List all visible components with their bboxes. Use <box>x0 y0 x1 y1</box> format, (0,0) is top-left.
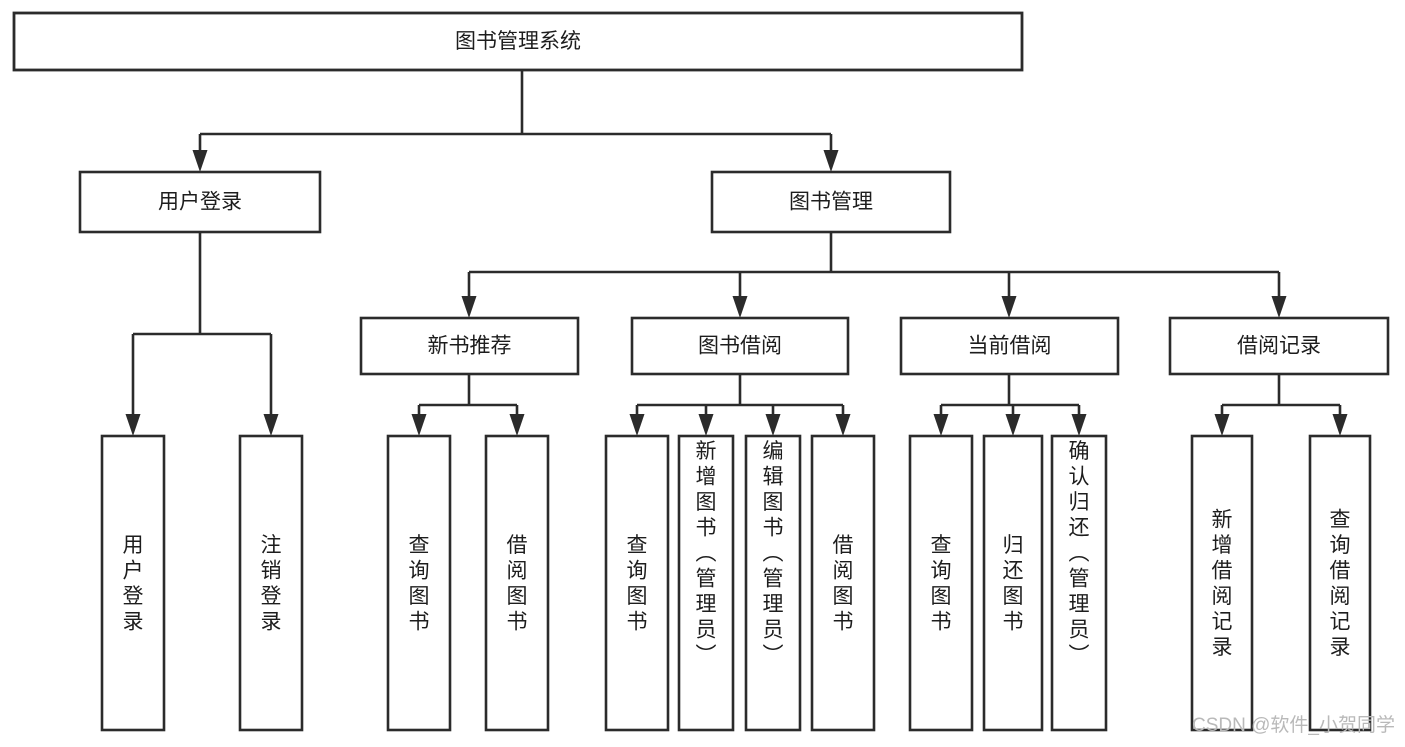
node-box[interactable] <box>1050 434 1108 732</box>
node-box[interactable] <box>1308 434 1372 732</box>
node-box[interactable] <box>908 434 974 732</box>
node-box[interactable] <box>810 434 876 732</box>
node-box[interactable] <box>78 170 322 234</box>
node-label: 查询借阅记录 <box>1330 509 1351 660</box>
arrow-head-1 <box>1005 414 1021 436</box>
node-box[interactable] <box>982 434 1044 732</box>
connector-group-user-login-to-leaves <box>125 232 279 436</box>
node-box[interactable] <box>710 170 952 234</box>
node-box[interactable] <box>386 434 452 732</box>
arrow-head-0 <box>125 414 141 436</box>
arrow-head-0 <box>933 414 949 436</box>
node-borrow-record[interactable]: 借阅记录 <box>1168 316 1390 376</box>
node-label: 图书管理 <box>789 191 873 214</box>
connector-group-level1-to-level2 <box>461 232 1287 318</box>
node-label: 归还图书 <box>1003 534 1024 634</box>
arrow-head-0 <box>411 414 427 436</box>
arrow-head-0 <box>192 150 208 172</box>
arrow-head-0 <box>461 296 477 318</box>
node-label: 当前借阅 <box>968 335 1052 358</box>
node-box[interactable] <box>359 316 580 376</box>
arrow-head-2 <box>1001 296 1017 318</box>
node-box[interactable] <box>238 434 304 732</box>
node-label: 查询图书 <box>627 534 648 634</box>
connector-group-root-to-level1 <box>192 70 839 172</box>
arrow-head-0 <box>629 414 645 436</box>
node-label: 借阅记录 <box>1237 335 1321 358</box>
node-box[interactable] <box>744 434 802 732</box>
node-box[interactable] <box>484 434 550 732</box>
node-label: 新增图书︵管理员︶ <box>696 440 717 667</box>
node-current-borrow[interactable]: 当前借阅 <box>899 316 1120 376</box>
connector-group-book-borrow-to-leaves <box>629 374 851 436</box>
node-leaf-borrow-book[interactable]: 借阅图书 <box>810 434 876 732</box>
node-label: 借阅图书 <box>507 534 528 634</box>
arrow-head-1 <box>509 414 525 436</box>
node-label: 查询图书 <box>409 534 430 634</box>
node-box[interactable] <box>604 434 670 732</box>
node-leaf-return-book[interactable]: 归还图书 <box>982 434 1044 732</box>
arrow-head-1 <box>698 414 714 436</box>
node-leaf-edit-book[interactable]: 编辑图书︵管理员︶ <box>744 434 802 732</box>
node-box[interactable] <box>677 434 735 732</box>
arrow-head-3 <box>835 414 851 436</box>
node-label: 用户登录 <box>158 191 242 214</box>
arrow-head-1 <box>732 296 748 318</box>
node-leaf-query-record[interactable]: 查询借阅记录 <box>1308 434 1372 732</box>
node-leaf-add-book[interactable]: 新增图书︵管理员︶ <box>677 434 735 732</box>
arrow-head-0 <box>1214 414 1230 436</box>
node-leaf-query-book-borrow[interactable]: 查询图书 <box>604 434 670 732</box>
node-box[interactable] <box>1190 434 1254 732</box>
arrow-head-2 <box>765 414 781 436</box>
arrow-head-2 <box>1071 414 1087 436</box>
node-label: 编辑图书︵管理员︶ <box>763 440 784 667</box>
connector-layer <box>125 70 1348 436</box>
node-label: 借阅图书 <box>833 534 854 634</box>
node-leaf-user-logout[interactable]: 注销登录 <box>238 434 304 732</box>
node-box[interactable] <box>12 11 1024 72</box>
node-leaf-query-book-current[interactable]: 查询图书 <box>908 434 974 732</box>
node-label: 新书推荐 <box>428 335 512 358</box>
connector-group-borrow-record-to-leaves <box>1214 374 1348 436</box>
csdn-watermark: CSDN @软件_小贺同学 <box>1192 714 1395 736</box>
node-label: 确认归还︵管理员︶ <box>1069 440 1090 667</box>
node-leaf-user-login[interactable]: 用户登录 <box>100 434 166 732</box>
node-leaf-add-record[interactable]: 新增借阅记录 <box>1190 434 1254 732</box>
node-layer: 图书管理系统用户登录图书管理新书推荐图书借阅当前借阅借阅记录用户登录注销登录查询… <box>12 11 1390 732</box>
node-box[interactable] <box>100 434 166 732</box>
arrow-head-1 <box>1332 414 1348 436</box>
node-box[interactable] <box>899 316 1120 376</box>
node-leaf-borrow-book-rec[interactable]: 借阅图书 <box>484 434 550 732</box>
node-leaf-confirm-return[interactable]: 确认归还︵管理员︶ <box>1050 434 1108 732</box>
node-box[interactable] <box>1168 316 1390 376</box>
node-user-login[interactable]: 用户登录 <box>78 170 322 234</box>
node-label: 图书借阅 <box>698 335 782 358</box>
node-label: 注销登录 <box>261 534 282 634</box>
node-label: 查询图书 <box>931 534 952 634</box>
node-book-manage[interactable]: 图书管理 <box>710 170 952 234</box>
arrow-head-1 <box>263 414 279 436</box>
connector-group-new-book-rec-to-leaves <box>411 374 525 436</box>
node-label: 新增借阅记录 <box>1212 509 1233 660</box>
arrow-head-1 <box>823 150 839 172</box>
node-box[interactable] <box>630 316 850 376</box>
node-new-book-rec[interactable]: 新书推荐 <box>359 316 580 376</box>
node-label: 用户登录 <box>123 534 144 634</box>
arrow-head-3 <box>1271 296 1287 318</box>
connector-group-current-borrow-to-leaves <box>933 374 1087 436</box>
node-leaf-query-book-rec[interactable]: 查询图书 <box>386 434 452 732</box>
node-book-borrow[interactable]: 图书借阅 <box>630 316 850 376</box>
node-label: 图书管理系统 <box>455 30 581 53</box>
node-root[interactable]: 图书管理系统 <box>12 11 1024 72</box>
